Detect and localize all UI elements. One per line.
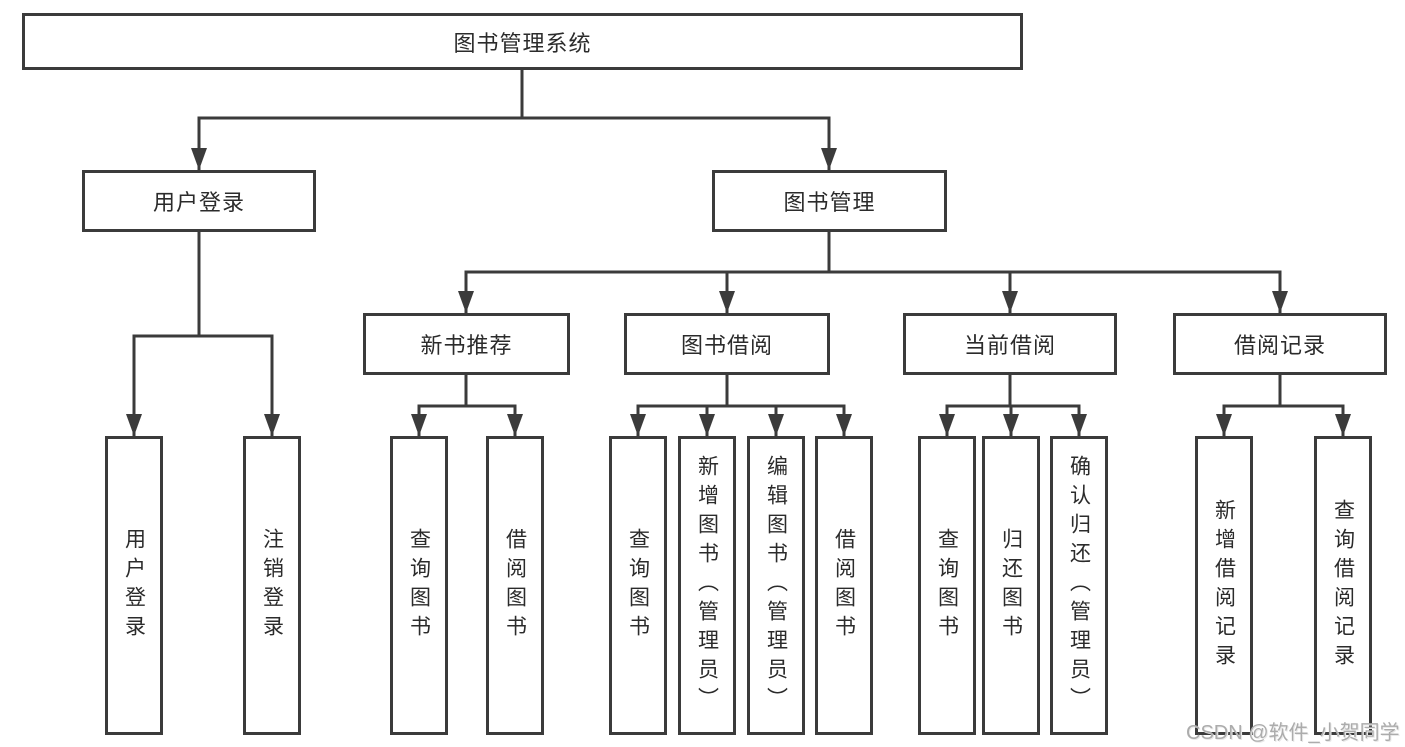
leaf-confirm-return-admin-label: 确认归还（管理员） (1067, 455, 1091, 716)
leaf-query-books-current-label: 查询图书 (935, 527, 959, 644)
node-current-borrow: 当前借阅 (903, 313, 1117, 375)
leaf-query-borrow-record-label: 查询借阅记录 (1331, 498, 1355, 673)
leaf-edit-book-admin: 编辑图书（管理员） (747, 436, 805, 735)
node-root-label: 图书管理系统 (453, 30, 592, 56)
node-root: 图书管理系统 (22, 13, 1023, 70)
leaf-user-login-label: 用户登录 (122, 527, 146, 644)
leaf-borrow-books-recommend: 借阅图书 (486, 436, 544, 735)
leaf-borrow-books-borrow: 借阅图书 (815, 436, 873, 735)
leaf-confirm-return-admin: 确认归还（管理员） (1050, 436, 1108, 735)
leaf-query-books-recommend-label: 查询图书 (407, 527, 431, 644)
leaf-query-books-current: 查询图书 (918, 436, 976, 735)
leaf-borrow-books-borrow-label: 借阅图书 (832, 527, 856, 644)
node-borrow-records-label: 借阅记录 (1233, 333, 1326, 358)
csdn-watermark: CSDN @软件_小贺同学 (1186, 722, 1400, 744)
node-new-book-recommend: 新书推荐 (363, 313, 570, 375)
leaf-logout: 注销登录 (243, 436, 301, 735)
node-new-book-recommend-label: 新书推荐 (420, 333, 513, 358)
node-book-borrow-label: 图书借阅 (680, 333, 773, 358)
leaf-add-book-admin-label: 新增图书（管理员） (695, 455, 719, 716)
leaf-user-login: 用户登录 (105, 436, 163, 735)
leaf-add-book-admin: 新增图书（管理员） (678, 436, 736, 735)
node-borrow-records: 借阅记录 (1173, 313, 1387, 375)
node-book-management: 图书管理 (712, 170, 947, 232)
leaf-edit-book-admin-label: 编辑图书（管理员） (764, 455, 788, 716)
leaf-query-books-borrow-label: 查询图书 (626, 527, 650, 644)
leaf-query-books-recommend: 查询图书 (390, 436, 448, 735)
leaf-return-book: 归还图书 (982, 436, 1040, 735)
leaf-query-books-borrow: 查询图书 (609, 436, 667, 735)
node-current-borrow-label: 当前借阅 (963, 333, 1056, 358)
leaf-logout-label: 注销登录 (260, 527, 284, 644)
leaf-add-borrow-record: 新增借阅记录 (1195, 436, 1253, 735)
node-user-login: 用户登录 (82, 170, 316, 232)
node-book-management-label: 图书管理 (783, 190, 876, 215)
leaf-add-borrow-record-label: 新增借阅记录 (1212, 498, 1236, 673)
leaf-return-book-label: 归还图书 (999, 527, 1023, 644)
node-user-login-label: 用户登录 (152, 190, 245, 215)
leaf-query-borrow-record: 查询借阅记录 (1314, 436, 1372, 735)
node-book-borrow: 图书借阅 (624, 313, 830, 375)
leaf-borrow-books-recommend-label: 借阅图书 (503, 527, 527, 644)
